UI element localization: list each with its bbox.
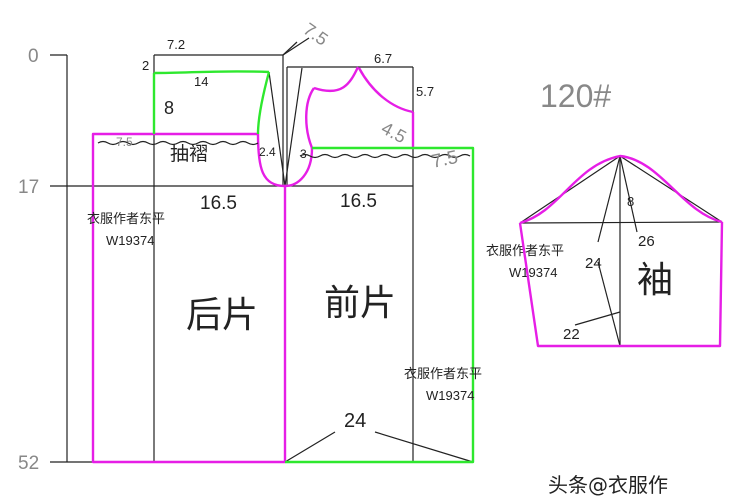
scale-label-top: 0 [28, 46, 39, 67]
scale-label-mid: 17 [18, 177, 39, 198]
construction-lines [67, 37, 474, 463]
watermark: 头条@衣服作 [548, 473, 668, 497]
magenta-cut-lines [91, 66, 415, 464]
back-armhole-label: 2.4 [259, 145, 276, 159]
gather-left-label: 7.5 [116, 135, 133, 149]
front-chest-label: 16.5 [340, 191, 377, 212]
sleeve-cut-lines [518, 154, 724, 348]
front-shoulder-label: 4.5 [378, 118, 409, 147]
front-neck-width-label: 6.7 [374, 51, 392, 66]
author-id-sleeve: W19374 [509, 265, 557, 280]
sleeve-cap-height-label: 8 [627, 194, 634, 209]
sleeve-length-label: 24 [585, 255, 602, 272]
gather-line [97, 140, 471, 159]
back-armhole-depth-label: 8 [164, 98, 174, 118]
front-piece-label: 前片 [324, 283, 396, 324]
author-id-right: W19374 [426, 388, 474, 403]
sleeve-label: 袖 [637, 260, 673, 301]
dart-top-label: 7.5 [300, 19, 332, 50]
vertical-scale [50, 54, 68, 463]
gather-label: 抽褶 [170, 143, 208, 165]
green-cut-lines [152, 70, 475, 464]
front-neck-depth-label: 5.7 [416, 84, 434, 99]
author-name-left: 衣服作者东平 [87, 211, 165, 227]
front-armhole-label: 3 [300, 147, 307, 161]
hem-label: 24 [344, 410, 366, 432]
size-label: 120# [540, 78, 611, 114]
sleeve-width-label: 26 [638, 233, 655, 250]
watermark-fade [676, 478, 746, 494]
back-neck-width-label: 7.2 [167, 37, 185, 52]
scale-label-bottom: 52 [18, 453, 39, 474]
back-shoulder-label: 14 [194, 74, 208, 89]
author-name-right: 衣服作者东平 [404, 366, 482, 382]
back-piece-label: 后片 [186, 295, 258, 336]
back-neck-depth-label: 2 [142, 58, 149, 73]
gather-right-label: 7.5 [430, 147, 460, 173]
author-id-left: W19374 [106, 233, 154, 248]
sleeve-cuff-label: 22 [563, 326, 580, 343]
back-chest-label: 16.5 [200, 193, 237, 214]
